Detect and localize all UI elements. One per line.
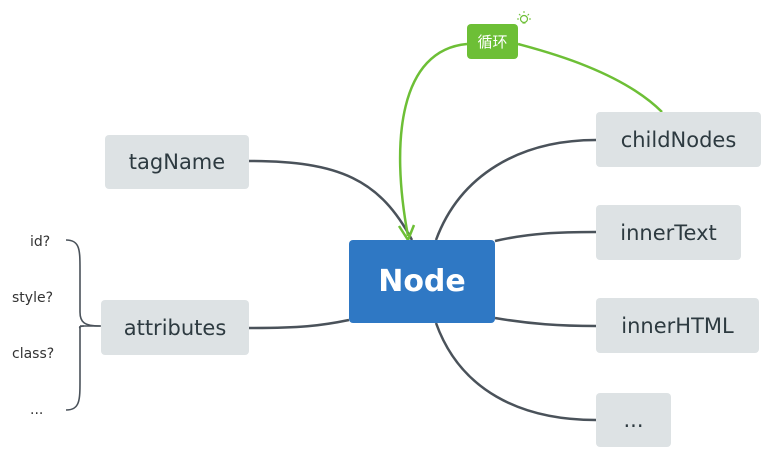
attribute-item-more: ... (30, 402, 44, 418)
branch-more (434, 322, 597, 422)
branch-childNodes (434, 138, 597, 241)
node-innerHTML[interactable]: innerHTML (596, 298, 759, 353)
node-innerText[interactable]: innerText (596, 205, 741, 260)
node-childNodes[interactable]: childNodes (596, 112, 761, 167)
node-more[interactable]: ... (596, 393, 671, 447)
branch-tagName (248, 159, 414, 241)
relation-curve (398, 42, 663, 237)
attribute-item-style: style? (12, 290, 54, 306)
node-attributes[interactable]: attributes (101, 300, 249, 355)
root-node[interactable]: Node (349, 240, 495, 323)
attribute-bracket (65, 239, 101, 411)
branch-innerText (494, 230, 597, 243)
branch-innerHTML (494, 316, 597, 328)
attribute-item-id: id? (30, 234, 51, 250)
relation-label[interactable]: 循环 (467, 24, 518, 59)
lightbulb-icon (517, 11, 531, 24)
branch-attributes (248, 318, 350, 330)
attribute-item-class: class? (12, 346, 55, 362)
node-tagName[interactable]: tagName (105, 135, 249, 189)
